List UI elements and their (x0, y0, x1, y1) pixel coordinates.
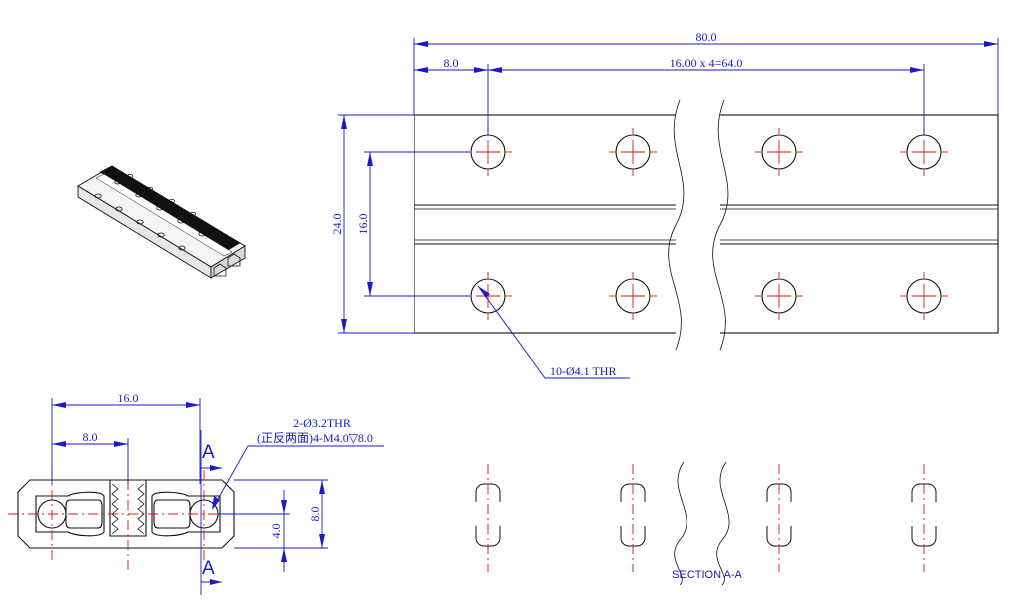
hole-bottom-3 (755, 272, 803, 320)
hole-bottom-2 (609, 272, 657, 320)
section-hole-3 (761, 464, 797, 572)
dim-text-24: 24.0 (330, 214, 344, 235)
dim-overall-length: 80.0 (413, 30, 999, 115)
top-view: 80.0 8.0 16.00 x 4=64.0 24.0 (330, 30, 999, 379)
dim-text-4: 4.0 (269, 524, 283, 539)
dim-end-half: 8.0 (52, 430, 129, 484)
hole-callout: 10-Ø4.1 THR (477, 285, 630, 379)
section-hole-4 (906, 464, 942, 572)
section-letter-top: A (202, 442, 215, 463)
end-note: 2-Ø3.2THR (正反两面)4-M4.0▽8.0 (212, 416, 384, 510)
dim-text-80: 80.0 (696, 30, 717, 44)
isometric-view (77, 165, 246, 279)
hole-callout-text: 10-Ø4.1 THR (550, 364, 616, 378)
dim-text-8-end: 8.0 (83, 430, 98, 444)
dim-text-16-end: 16.0 (118, 391, 139, 405)
break-line-right (712, 99, 729, 351)
hole-top-4 (900, 128, 948, 176)
dim-text-8-vert: 8.0 (308, 507, 322, 522)
dim-end-inner: 4.0 (218, 490, 290, 572)
dim-text-16-left: 16.0 (356, 214, 370, 235)
dim-text-pitch: 16.00 x 4=64.0 (670, 56, 743, 70)
dim-hole-pitch: 8.0 16.00 x 4=64.0 (414, 56, 925, 135)
section-hole-1 (470, 464, 506, 572)
dim-rail-width: 24.0 (330, 114, 414, 334)
hole-bottom-4 (900, 272, 948, 320)
section-label: SECTION A-A (672, 569, 742, 581)
end-view: 16.0 8.0 8.0 4.0 2 (8, 391, 384, 595)
section-break-right (716, 461, 730, 586)
section-letter-bottom: A (202, 558, 215, 579)
dim-hole-row-spacing: 16.0 (356, 151, 470, 297)
dim-text-8-top: 8.0 (444, 56, 459, 70)
section-hole-2 (615, 464, 651, 572)
hole-top-2 (609, 128, 657, 176)
end-note-line-1: 2-Ø3.2THR (293, 416, 351, 430)
section-marker-a: A A (200, 430, 222, 595)
break-line-left (668, 99, 685, 351)
section-break-left (674, 461, 688, 586)
hole-top-3 (755, 128, 803, 176)
hole-top-1 (464, 128, 512, 176)
end-note-line-2: (正反两面)4-M4.0▽8.0 (257, 431, 373, 445)
section-view: SECTION A-A (470, 461, 942, 586)
dim-end-width: 16.0 (51, 391, 201, 484)
